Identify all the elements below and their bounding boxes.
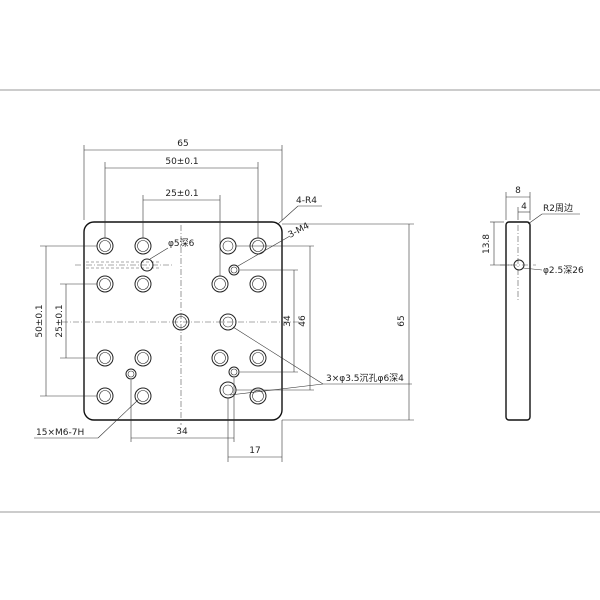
leader-edge: R2周边 [527, 203, 580, 225]
dimension-left-25: 25±0.1 [55, 283, 97, 359]
dimension-top-overall: 65 [83, 139, 283, 220]
dimension-left-50: 50±0.1 [35, 245, 97, 397]
hole-5-label: φ5深6 [168, 238, 195, 249]
dim-right-65-label: 65 [397, 315, 407, 326]
hole-5 [140, 258, 154, 272]
dim-top-50-label: 50±0.1 [165, 157, 198, 167]
dim-side-4-label: 4 [521, 202, 527, 212]
leader-hole-5: φ5深6 [149, 238, 195, 260]
dimension-bottom-17: 17 [227, 398, 283, 462]
dimension-right-46: 46 [236, 245, 314, 391]
dimension-side-8: 8 [505, 186, 531, 220]
dimension-side-13-8: 13.8 [482, 221, 512, 266]
counterbore-hole [219, 381, 237, 399]
front-view: 65 50±0.1 25±0.1 4-R4 3-M4 φ5深6 [34, 139, 414, 462]
m6-hole [96, 387, 114, 405]
dim-side-13-8-label: 13.8 [482, 234, 492, 254]
m6-hole [96, 349, 114, 367]
dim-right-34-label: 34 [283, 315, 293, 327]
m6-label: 15×M6-7H [36, 428, 84, 438]
m6-hole [211, 349, 229, 367]
counterbore-holes [219, 237, 237, 399]
leader-m6: 15×M6-7H [34, 399, 139, 439]
dimension-side-4: 4 [517, 202, 530, 220]
dim-left-25-label: 25±0.1 [55, 304, 65, 337]
counterbore-hole [219, 313, 237, 331]
dimension-top-25: 25±0.1 [142, 189, 221, 276]
pin-hole [513, 259, 525, 271]
pin-label: φ2.5深26 [543, 265, 584, 276]
m4-hole [228, 264, 240, 276]
m4-hole [228, 366, 240, 378]
dim-bottom-17-label: 17 [249, 446, 260, 456]
side-plate-outline [505, 221, 531, 421]
side-view: 8 4 R2周边 13.8 φ2.5深26 [482, 186, 584, 421]
m6-hole [96, 275, 114, 293]
m4-holes [125, 264, 240, 380]
edge-label: R2周边 [543, 203, 573, 214]
dim-left-50-label: 50±0.1 [35, 304, 45, 337]
dim-bottom-34-label: 34 [176, 427, 188, 437]
plate-outline [83, 221, 283, 421]
m6-hole [134, 387, 152, 405]
m6-hole [96, 237, 114, 255]
counterbore-label: 3×φ3.5沉孔φ6深4 [326, 373, 404, 384]
dimension-right-34: 34 [240, 269, 298, 373]
m6-hole [134, 237, 152, 255]
m6-hole [249, 275, 267, 293]
leader-counterbore: 3×φ3.5沉孔φ6深4 [229, 326, 412, 396]
leader-pin: φ2.5深26 [522, 265, 584, 276]
dim-top-25-label: 25±0.1 [165, 189, 198, 199]
dimension-right-65: 65 [282, 223, 414, 421]
m6-hole [249, 349, 267, 367]
counterbore-hole [219, 237, 237, 255]
dim-side-8-label: 8 [515, 186, 521, 196]
dimension-bottom-34: 34 [130, 378, 235, 442]
m6-hole [211, 275, 229, 293]
dimension-top-50: 50±0.1 [104, 157, 259, 238]
m6-hole [134, 349, 152, 367]
m6-hole [249, 387, 267, 405]
dim-right-46-label: 46 [298, 315, 308, 327]
m6-hole [172, 313, 190, 331]
m4-hole [125, 368, 137, 380]
corner-radius-label: 4-R4 [296, 196, 317, 206]
dim-top-overall-label: 65 [177, 139, 188, 149]
m6-hole [134, 275, 152, 293]
m6-holes [96, 237, 267, 405]
leader-corner-radius: 4-R4 [277, 196, 322, 225]
leader-thread-m4: 3-M4 [237, 221, 311, 267]
